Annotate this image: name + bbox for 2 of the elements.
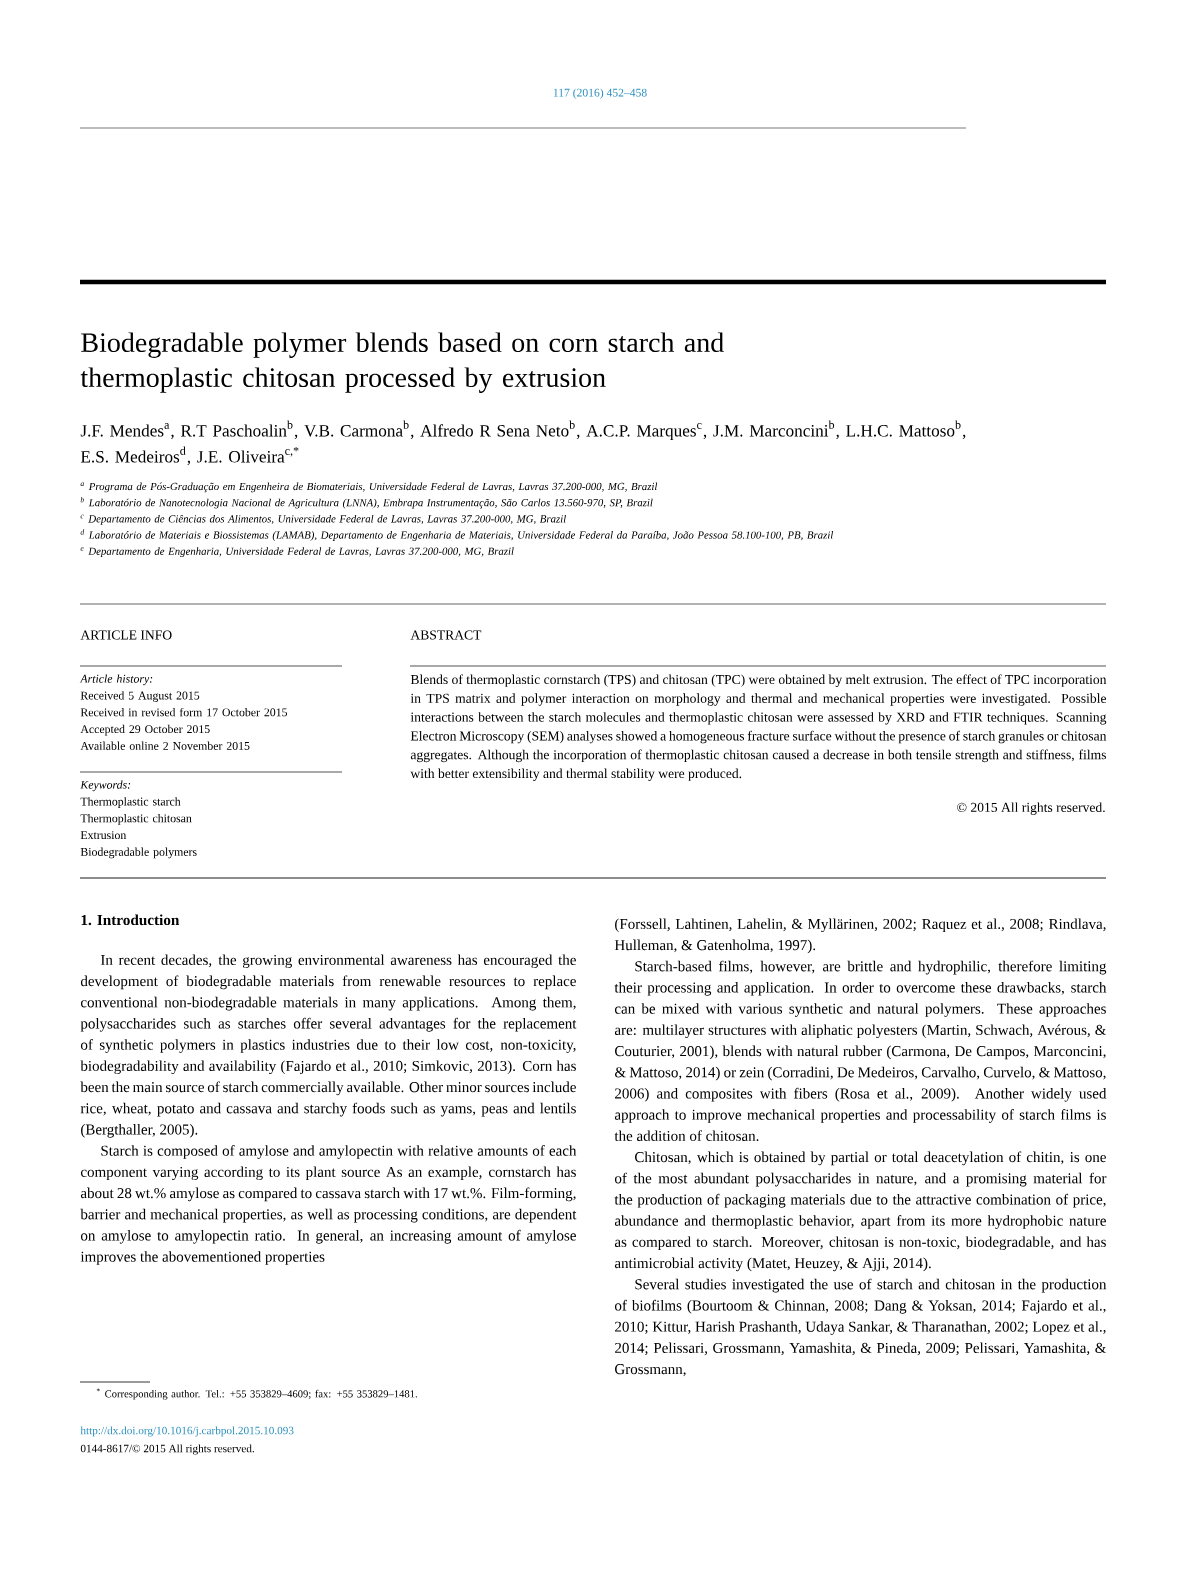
author-list: J.F. Mendes$^{a}$, R.T Paschoalin$^{b}$, V.B. Carmona$^{b}$, Alfredo R Sena Neto$^{b}$, A.C.P. Marques$^{c}$, J.M. Marconcini$^{b}$, L.H.C. Mattoso$^{b}$, E.S. Medeiros$^{d}$, J.E. Oliveira$^{c,*}$	[80, 420, 966, 466]
article-title: Biodegradable polymer blends based on corn starch and thermoplastic chitosan processed by extrusion	[80, 332, 724, 393]
